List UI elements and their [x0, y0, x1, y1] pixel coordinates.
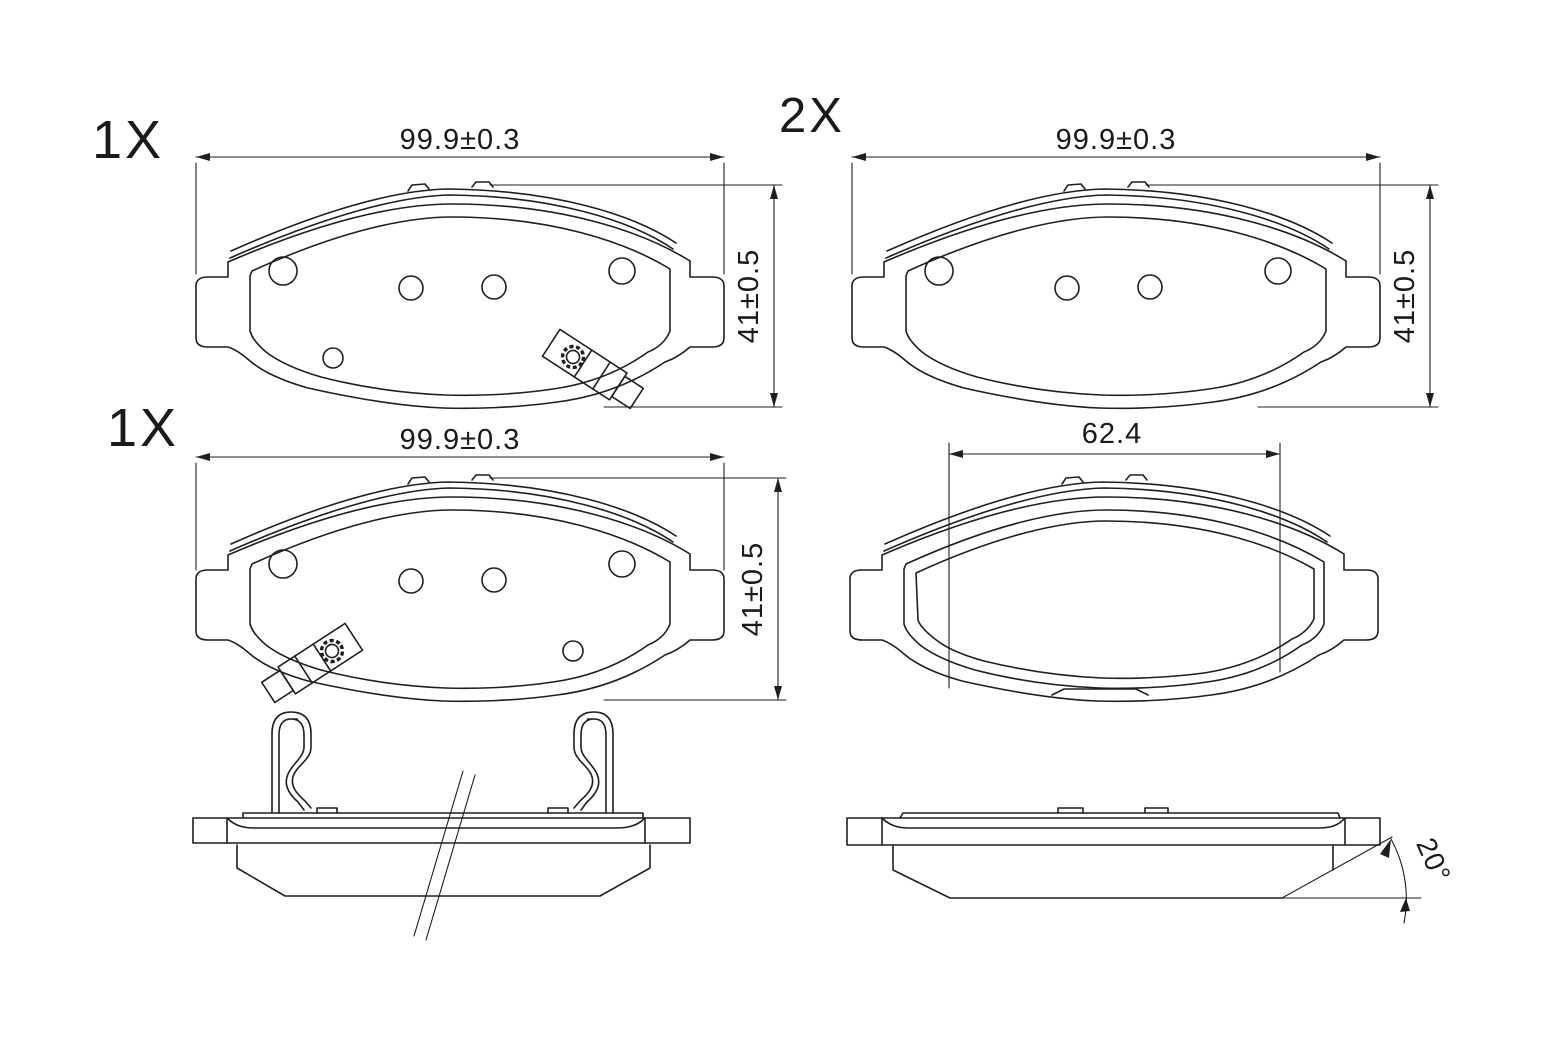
mount-hole — [608, 550, 636, 578]
mount-hole — [1137, 274, 1163, 300]
shim-nubs — [316, 807, 569, 814]
mount-hole — [608, 257, 636, 285]
pad-edge-view-with-clips — [192, 711, 691, 941]
mount-hole — [268, 256, 298, 286]
small-hole — [562, 640, 584, 662]
shim-strip — [899, 812, 1341, 819]
width-dimension: 99.9±0.3 — [400, 424, 521, 456]
mount-hole — [481, 567, 507, 593]
shim-strip — [242, 812, 644, 819]
chamfer-line — [1281, 836, 1393, 899]
small-hole — [322, 347, 344, 369]
mount-hole — [924, 256, 954, 286]
friction-material — [236, 844, 651, 897]
mount-hole — [398, 275, 424, 301]
width-dimension: 99.9±0.3 — [400, 124, 521, 156]
spring-clip-right — [573, 711, 614, 814]
dimension-lines — [195, 153, 1439, 701]
pad-back-view-2 — [851, 181, 1381, 410]
quantity-label: 1X — [107, 398, 179, 458]
friction-material — [892, 844, 1334, 899]
mount-hole — [1054, 275, 1080, 301]
wear-indicator-clip — [257, 621, 365, 708]
shim-nubs — [1057, 807, 1169, 814]
mount-hole — [1264, 257, 1292, 285]
mount-hole — [398, 568, 424, 594]
height-dimension: 41±0.5 — [737, 542, 769, 637]
wear-indicator-clip — [540, 327, 648, 414]
mount-hole — [268, 549, 298, 579]
spring-clip-left — [271, 711, 312, 814]
height-dimension: 41±0.5 — [733, 249, 765, 344]
height-dimension: 41±0.5 — [1389, 249, 1421, 344]
pad-back-view-1 — [195, 181, 725, 414]
chamfer-angle-dimension: 20° — [1410, 833, 1457, 887]
quantity-label: 1X — [92, 110, 164, 170]
pad-back-view-3 — [195, 474, 725, 708]
pad-edge-view-chamfer — [846, 807, 1422, 924]
break-line — [413, 770, 476, 941]
angle-arc — [1390, 838, 1407, 924]
pad-friction-view — [849, 474, 1379, 703]
width-dimension: 99.9±0.3 — [1056, 124, 1177, 156]
quantity-label: 2X — [779, 89, 845, 143]
mount-hole — [481, 274, 507, 300]
width-dimension: 62.4 — [1082, 418, 1142, 450]
